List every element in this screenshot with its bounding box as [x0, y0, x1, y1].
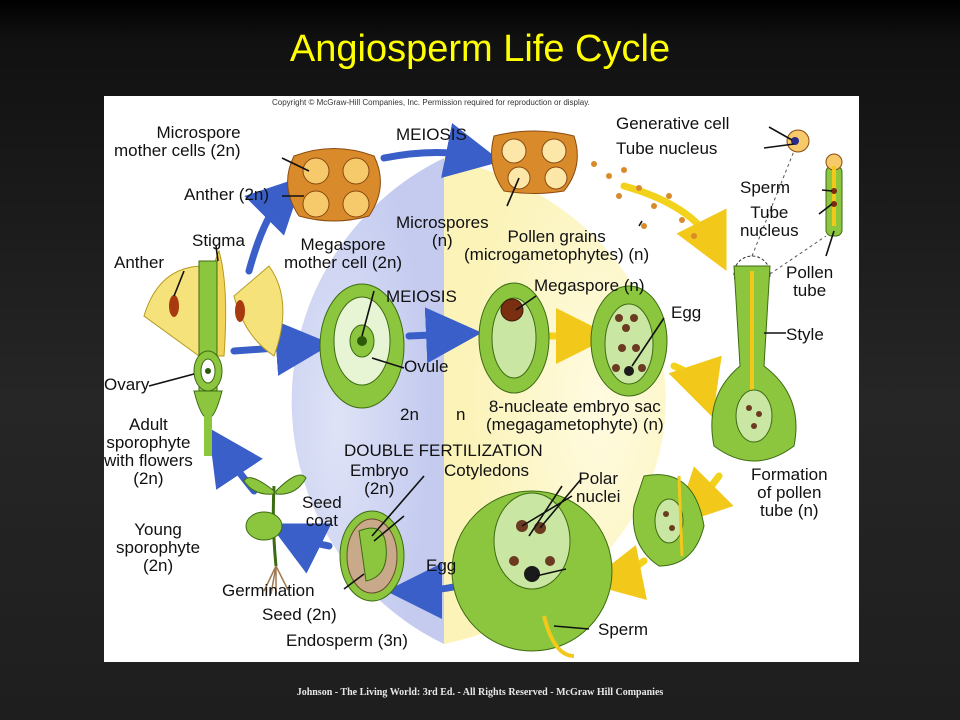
- label-style: Style: [786, 325, 824, 344]
- label-anther-2n: Anther (2n): [184, 185, 270, 204]
- label-megaspore: Megaspore (n): [534, 276, 645, 295]
- label-germination: Germination: [222, 581, 315, 600]
- germinating-pollen: [825, 153, 843, 237]
- pollen-tube-ovule: [632, 474, 705, 567]
- arrow-anther-to-meiosis: [380, 123, 502, 178]
- pollen-grains: [591, 161, 697, 239]
- pistil-style: [711, 265, 797, 462]
- copyright-notice: Copyright © McGraw-Hill Companies, Inc. …: [272, 98, 590, 107]
- label-pollen-tube: Pollen tube: [786, 263, 834, 300]
- slide-title: Angiosperm Life Cycle: [289, 28, 671, 70]
- flower: [143, 249, 284, 456]
- label-microspores: Microspores (n): [396, 213, 489, 250]
- label-embryo-sac: 8-nucleate embryo sac (megagametophyte) …: [486, 397, 664, 434]
- embryo-sac: [590, 285, 668, 397]
- label-ovule: Ovule: [404, 357, 449, 376]
- label-formation-of-pollen-tube: Formation of pollen tube (n): [751, 465, 828, 520]
- double-fertilization-ovule: [451, 490, 613, 658]
- arrow-seed-to-seedling: [268, 523, 333, 574]
- anther-cross-section: [287, 148, 381, 222]
- label-cotyledons: Cotyledons: [444, 461, 530, 480]
- label-megaspore-mother-cell: Megaspore mother cell (2n): [284, 235, 403, 272]
- label-young-sporophyte: Young sporophyte (2n): [116, 520, 201, 575]
- slide-footer: Johnson - The Living World: 3rd Ed. - Al…: [296, 687, 664, 698]
- ovule: [319, 283, 405, 409]
- arrow-style-to-tube: [674, 466, 734, 526]
- young-sporophyte: [243, 474, 307, 595]
- label-pollen-grains: Pollen grains (microgametophytes) (n): [464, 227, 650, 264]
- seed: [339, 510, 405, 602]
- life-cycle-diagram: [143, 123, 843, 658]
- label-diploid-2n: 2n: [400, 405, 419, 424]
- label-generative-cell: Generative cell: [616, 114, 730, 133]
- label-endosperm: Endosperm (3n): [286, 631, 408, 650]
- label-polar-nuclei: Polar nuclei: [576, 469, 621, 506]
- mature-anther: [491, 130, 578, 194]
- label-embryo: Embryo (2n): [350, 461, 409, 498]
- arrow-tube-to-fertilization: [586, 545, 648, 600]
- label-stigma: Stigma: [192, 231, 245, 250]
- label-egg-top: Egg: [671, 303, 702, 322]
- label-adult-sporophyte: Adult sporophyte with flowers (2n): [104, 415, 193, 488]
- label-haploid-n: n: [456, 405, 466, 424]
- arrow-sac-to-style: [668, 355, 722, 418]
- label-meiosis-top: MEIOSIS: [396, 125, 467, 144]
- label-sperm-top: Sperm: [740, 178, 791, 197]
- pollen-grain-detail: [786, 129, 810, 153]
- arrow-flower-to-anther: [244, 176, 304, 275]
- megaspore-ovule: [478, 282, 550, 394]
- leader-lines: [148, 126, 835, 630]
- label-anther: Anther: [114, 253, 165, 272]
- label-double-fertilization: DOUBLE FERTILIZATION: [344, 441, 543, 460]
- label-sperm-bottom: Sperm: [598, 620, 649, 639]
- label-meiosis-mid: MEIOSIS: [386, 287, 457, 306]
- arrow-ovule-to-megaspore: [405, 307, 482, 364]
- label-tube-nucleus-right: Tube nucleus: [740, 203, 799, 240]
- label-tube-nucleus: Tube nucleus: [616, 139, 718, 158]
- label-seed-coat: Seed coat: [302, 493, 342, 530]
- label-ovary: Ovary: [104, 375, 150, 394]
- label-egg-bottom: Egg: [426, 556, 457, 575]
- life-cycle-figure: Copyright © McGraw-Hill Companies, Inc. …: [104, 96, 859, 662]
- label-microspore-mother-cells: Microspore mother cells (2n): [114, 123, 241, 160]
- label-seed: Seed (2n): [262, 605, 337, 624]
